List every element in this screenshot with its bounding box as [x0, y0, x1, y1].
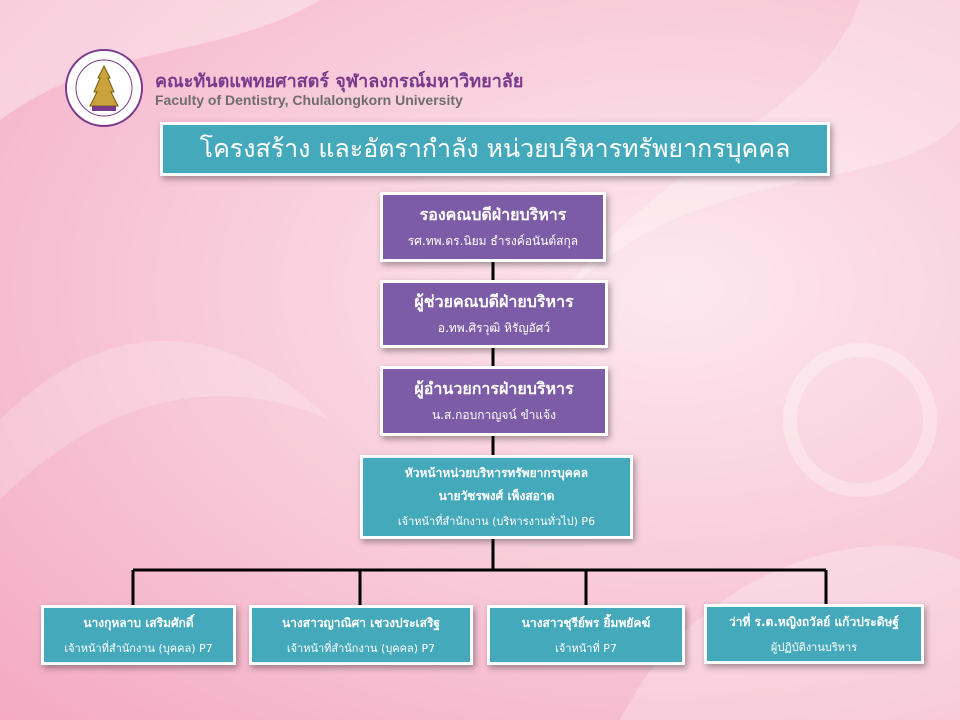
- org-node-assistant-dean: ผู้ช่วยคณบดีฝ่ายบริหาร อ.ทพ.ศิรวุฒิ หิรั…: [380, 280, 608, 348]
- org-node-staff: ว่าที่ ร.ต.หญิงถวัลย์ แก้วประดิษฐ์ ผู้ปฏ…: [704, 604, 924, 664]
- org-node-staff: นางกุหลาบ เสริมศักดิ์ เจ้าหน้าที่สำนักงา…: [41, 605, 236, 665]
- org-node-staff: นางสาวชุรีย์พร ยิ้มพยัคฆ์ เจ้าหน้าที่ P7: [487, 605, 685, 665]
- node-role: ผู้ช่วยคณบดีฝ่ายบริหาร: [414, 292, 574, 311]
- node-position: เจ้าหน้าที่สำนักงาน (บริหารงานทั่วไป) P6: [397, 515, 596, 528]
- node-position: เจ้าหน้าที่สำนักงาน (บุคคล) P7: [286, 641, 436, 655]
- university-seal-logo: [65, 49, 143, 127]
- node-name: อ.ทพ.ศิรวุฒิ หิรัญอัศว์: [437, 321, 551, 335]
- org-node-staff: นางสาวญาณิศา เชวงประเสริฐ เจ้าหน้าที่สำน…: [249, 605, 473, 665]
- node-name: นางสาวชุรีย์พร ยิ้มพยัคฆ์: [521, 615, 651, 630]
- node-position: ผู้ปฏิบัติงานบริหาร: [770, 640, 858, 654]
- node-name: รศ.ทพ.ดร.นิยม ธำรงค์อนันต์สกุล: [407, 234, 579, 248]
- org-node-director: ผู้อำนวยการฝ่ายบริหาร น.ส.กอบกาญจน์ ขำแจ…: [380, 366, 608, 436]
- node-role: หัวหน้าหน่วยบริหารทรัพยากรบุคคล: [404, 466, 589, 480]
- org-node-deputy-dean: รองคณบดีฝ่ายบริหาร รศ.ทพ.ดร.นิยม ธำรงค์อ…: [380, 192, 606, 262]
- faculty-name-english: Faculty of Dentistry, Chulalongkorn Univ…: [155, 92, 463, 108]
- node-role: รองคณบดีฝ่ายบริหาร: [419, 205, 567, 224]
- node-name: น.ส.กอบกาญจน์ ขำแจ้ง: [431, 408, 557, 422]
- faculty-name-thai: คณะทันตแพทยศาสตร์ จุฬาลงกรณ์มหาวิทยาลัย: [155, 71, 524, 92]
- node-name: ว่าที่ ร.ต.หญิงถวัลย์ แก้วประดิษฐ์: [728, 614, 900, 629]
- node-name: นายวัชรพงศ์ เพ็งสอาด: [438, 489, 555, 503]
- page-title: โครงสร้าง และอัตรากำลัง หน่วยบริหารทรัพย…: [160, 122, 830, 176]
- org-node-unit-head: หัวหน้าหน่วยบริหารทรัพยากรบุคคล นายวัชรพ…: [360, 455, 633, 539]
- node-role: ผู้อำนวยการฝ่ายบริหาร: [414, 379, 574, 398]
- node-name: นางสาวญาณิศา เชวงประเสริฐ: [281, 615, 441, 630]
- node-position: เจ้าหน้าที่สำนักงาน (บุคคล) P7: [64, 641, 213, 655]
- node-name: นางกุหลาบ เสริมศักดิ์: [83, 615, 194, 630]
- node-position: เจ้าหน้าที่ P7: [555, 641, 617, 655]
